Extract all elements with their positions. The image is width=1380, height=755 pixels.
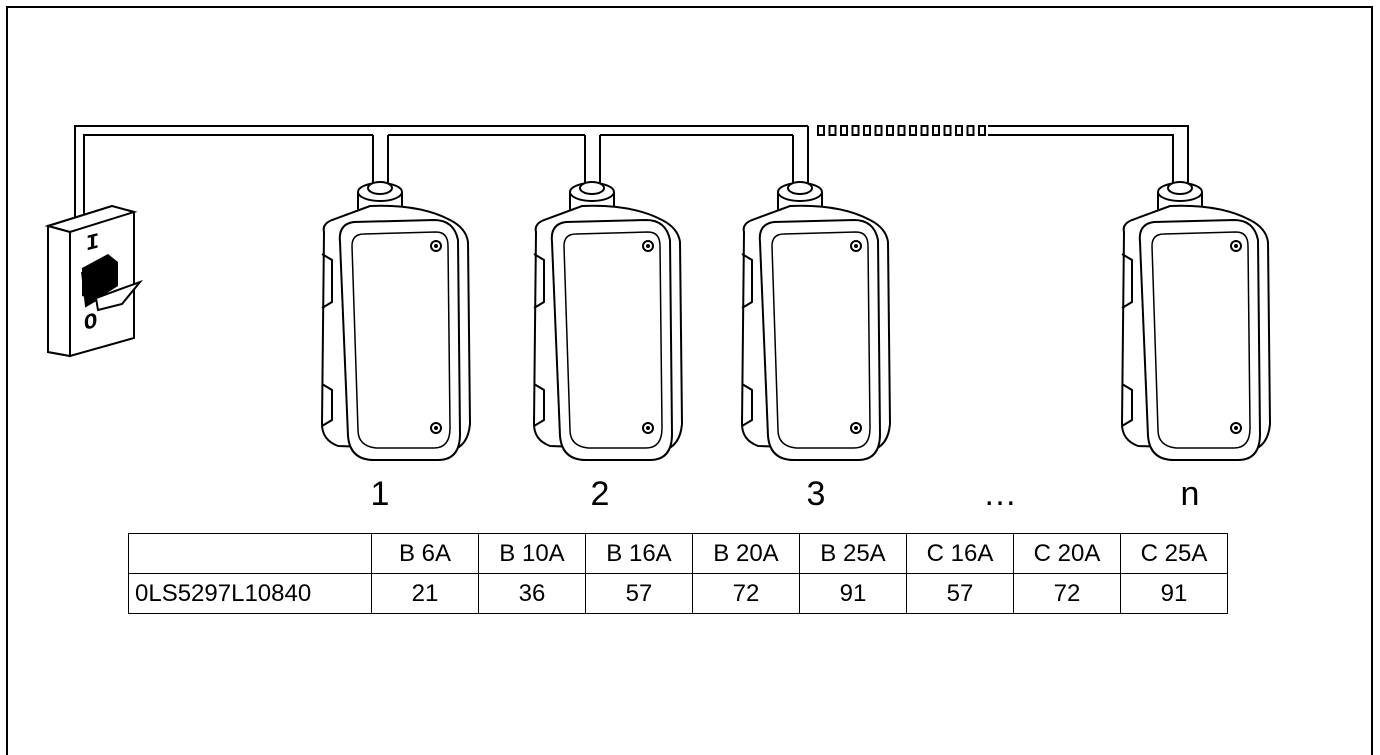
table-header-cell: C 25A bbox=[1120, 533, 1228, 574]
table-cell: 72 bbox=[1013, 573, 1121, 614]
table-cell: 72 bbox=[692, 573, 800, 614]
supply-cable bbox=[74, 125, 1189, 218]
unit-label-1: 1 bbox=[370, 475, 390, 513]
table-cell: 0LS5297L10840 bbox=[128, 573, 372, 614]
table-header-cell bbox=[128, 533, 372, 574]
table-header-cell: B 20A bbox=[692, 533, 800, 574]
switch-off-mark: O bbox=[84, 308, 97, 337]
table-header-cell: B 25A bbox=[799, 533, 907, 574]
table-cell: 57 bbox=[906, 573, 1014, 614]
cable-dot bbox=[909, 125, 917, 136]
switch-on-mark: I bbox=[86, 229, 99, 258]
table-header-cell: C 20A bbox=[1013, 533, 1121, 574]
cable-dot bbox=[920, 125, 929, 136]
cable-dot bbox=[840, 125, 848, 136]
table-header-cell: C 16A bbox=[906, 533, 1014, 574]
diagram-frame bbox=[6, 6, 1373, 755]
cable-dot bbox=[863, 125, 871, 136]
charging-unit-n bbox=[1121, 181, 1271, 461]
table-header-cell: B 10A bbox=[478, 533, 586, 574]
charging-unit-1 bbox=[321, 181, 471, 461]
cable-dot bbox=[828, 125, 837, 136]
cable-dot bbox=[932, 125, 940, 136]
main-switch: I O bbox=[44, 204, 144, 358]
unit-label-ellipsis: … bbox=[983, 475, 1017, 513]
cable-dot bbox=[817, 125, 825, 136]
table-cell: 91 bbox=[1120, 573, 1228, 614]
unit-label-2: 2 bbox=[590, 475, 610, 513]
unit-label-n: n bbox=[1180, 475, 1200, 513]
table-cell: 91 bbox=[799, 573, 907, 614]
charging-unit-3 bbox=[741, 181, 891, 461]
cable-dot bbox=[886, 125, 894, 136]
cable-dot bbox=[978, 125, 986, 136]
table-header-cell: B 6A bbox=[371, 533, 479, 574]
table-cell: 57 bbox=[585, 573, 693, 614]
cable-dot bbox=[851, 125, 860, 136]
cable-dot bbox=[943, 125, 952, 136]
cable-continuation-dots bbox=[817, 125, 986, 136]
table-cell: 21 bbox=[371, 573, 479, 614]
charging-unit-2 bbox=[533, 181, 683, 461]
cable-dot bbox=[966, 125, 975, 136]
cable-dot bbox=[874, 125, 883, 136]
table-header-cell: B 16A bbox=[585, 533, 693, 574]
cable-dot bbox=[955, 125, 963, 136]
unit-label-3: 3 bbox=[806, 475, 826, 513]
cable-dot bbox=[897, 125, 906, 136]
table-cell: 36 bbox=[478, 573, 586, 614]
